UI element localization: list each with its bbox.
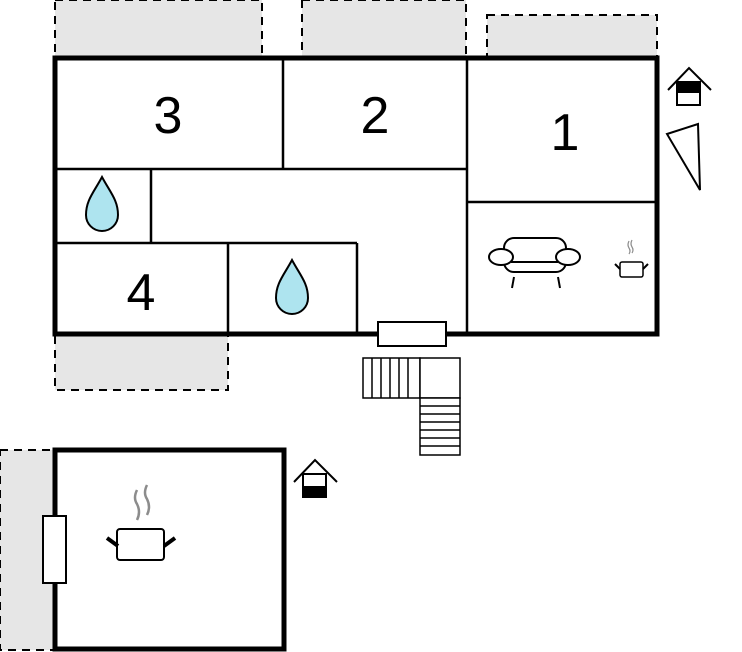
north-arrow-icon <box>665 122 701 191</box>
house-icon <box>667 66 712 106</box>
interior-walls <box>55 58 657 334</box>
terrace-bottom-left <box>54 333 229 391</box>
room-label-2: 2 <box>361 87 390 145</box>
entrance-door <box>377 321 447 347</box>
terrace-top-middle <box>301 0 467 58</box>
stairs-icon <box>362 357 461 456</box>
main-building-outline <box>52 55 660 337</box>
water-drop-icon <box>274 257 310 315</box>
room-label-3: 3 <box>154 87 183 145</box>
room-label-4: 4 <box>127 264 156 322</box>
water-drop-icon <box>84 174 120 232</box>
cooking-pot-icon <box>614 239 649 278</box>
annex-building <box>52 447 287 652</box>
terrace-top-left <box>54 0 263 58</box>
house-icon <box>293 458 338 498</box>
room-label-1: 1 <box>551 104 580 162</box>
sofa-icon <box>488 237 581 289</box>
cooking-pot-icon <box>105 484 177 561</box>
window-icon <box>42 515 67 584</box>
terrace-top-right <box>486 14 658 58</box>
